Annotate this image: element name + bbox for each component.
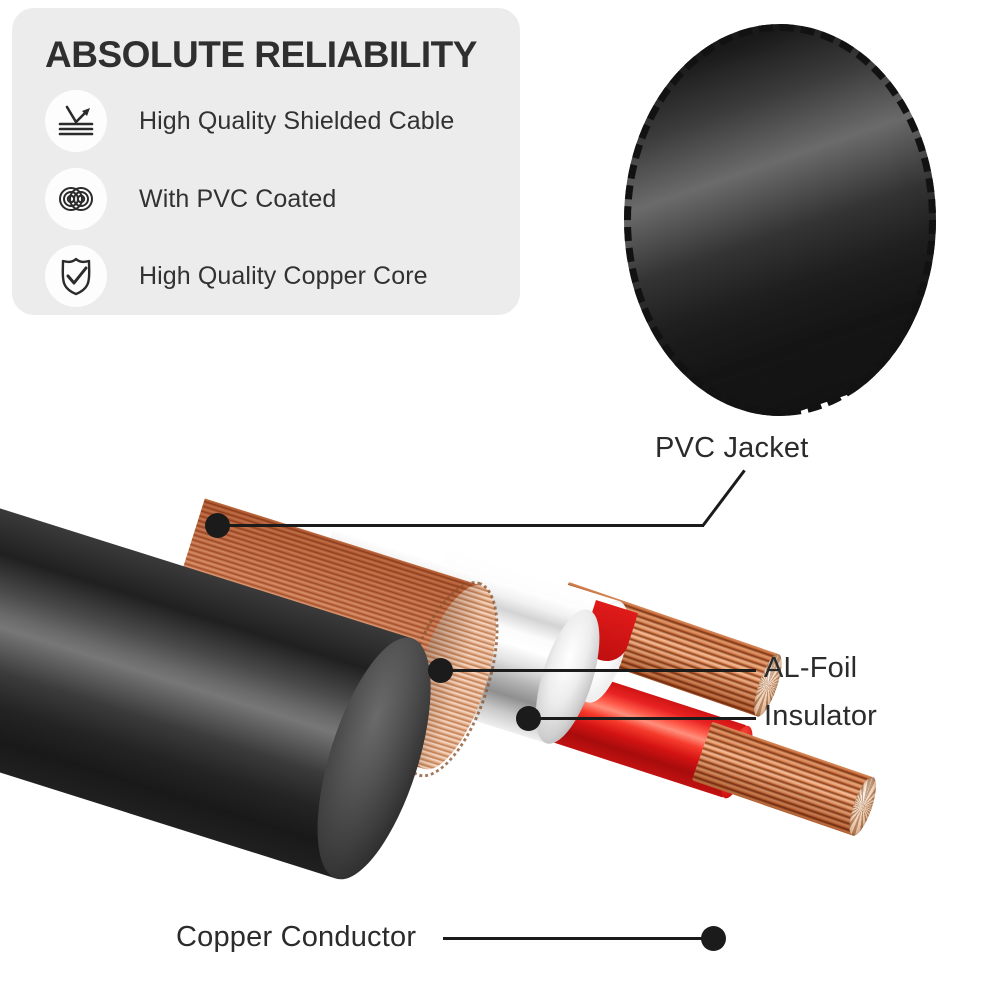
feature-label: High Quality Copper Core (139, 261, 428, 290)
feature-card: ABSOLUTE RELIABILITY High Quality Shield… (12, 8, 520, 315)
magnifier-dashed-circle (624, 24, 936, 416)
pvc-coated-rings-icon (45, 168, 107, 230)
callout-leader-insulator (528, 717, 756, 720)
shielded-cable-icon (45, 90, 107, 152)
shield-check-icon (45, 245, 107, 307)
feature-label: High Quality Shielded Cable (139, 106, 455, 135)
callout-label-copper-conductor: Copper Conductor (176, 921, 417, 953)
feature-row-pvc-coated: With PVC Coated (45, 168, 336, 230)
callout-leader-pvc-jacket-horizontal (217, 524, 704, 527)
pvc-jacket-magnifier (624, 24, 936, 416)
callout-leader-pvc-jacket-diagonal (701, 469, 746, 527)
callout-leader-copper-conductor (443, 937, 705, 940)
feature-label: With PVC Coated (139, 184, 337, 213)
callout-label-al-foil: AL-Foil (764, 652, 858, 684)
callout-label-pvc-jacket: PVC Jacket (655, 432, 809, 464)
page-title: ABSOLUTE RELIABILITY (45, 34, 477, 75)
callout-label-insulator: Insulator (764, 700, 878, 732)
callout-leader-al-foil (440, 669, 756, 672)
feature-row-shielded-cable: High Quality Shielded Cable (45, 90, 454, 152)
callout-dot-copper-conductor (701, 926, 726, 951)
feature-row-copper-core: High Quality Copper Core (45, 245, 428, 307)
